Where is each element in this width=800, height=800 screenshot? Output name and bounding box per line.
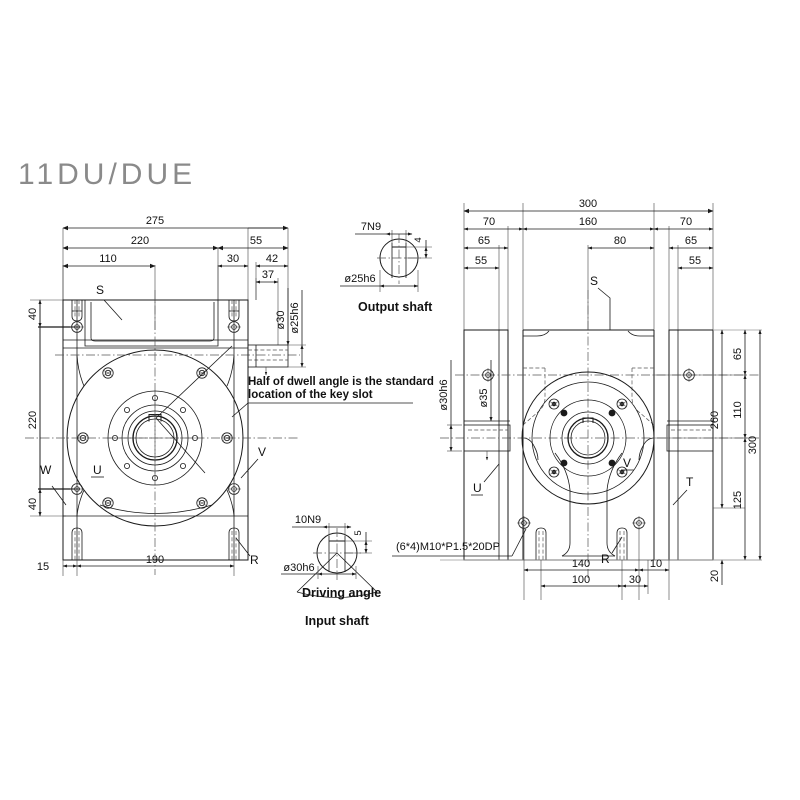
input-shaft-detail: 10N9 5 ø30h6 Driving angle Input shaft [281,514,381,628]
front-body-outline [62,299,249,561]
label-S-front: S [96,283,104,297]
label-W: W [40,463,52,477]
dim-160: 160 [579,216,597,228]
dim-10N9: 10N9 [295,514,321,526]
label-U-front: U [93,463,102,477]
dim-55-left: 55 [475,255,487,267]
label-V-side: V [623,456,631,470]
dim-300-top: 300 [579,198,597,210]
caption-input-shaft: Input shaft [305,614,370,628]
label-T: T [686,475,694,489]
label-S-side: S [590,274,598,288]
front-view: 275 220 55 110 30 42 37 [25,215,306,576]
side-left-diameter-dims: ø30h6 ø35 [438,360,493,452]
output-shaft-detail: 7N9 4 ø25h6 Output shaft [340,221,433,314]
dim-40-upper: 40 [27,308,39,320]
dim-dia35: ø35 [478,389,490,408]
dim-30-bottom: 30 [629,574,641,586]
side-body-outline [463,329,714,561]
dim-65-right-v: 65 [732,348,744,360]
dim-dia25h6-front: ø25h6 [289,302,301,333]
front-housing-bolts [77,367,233,509]
side-top-dimensions: 300 70 160 70 65 80 65 55 55 [463,198,714,330]
side-centerlines [440,290,760,580]
dim-dia25h6-detail: ø25h6 [344,273,375,285]
dim-65-right: 65 [685,235,697,247]
dim-55-right: 55 [689,255,701,267]
front-left-dimensions: 40 220 40 [27,299,80,517]
label-thread-spec: (6*4)M10*P1.5*20DP [396,541,500,553]
front-centerlines [25,290,300,575]
dim-37: 37 [262,269,274,281]
keyslot-note: Half of dwell angle is the standard loca… [231,376,434,418]
dim-4: 4 [413,237,424,242]
dim-15: 15 [37,561,49,573]
dim-220-top: 220 [131,235,149,247]
dim-55-top: 55 [250,235,262,247]
label-driving-angle: Driving angle [302,586,381,600]
side-output-flange [521,371,655,505]
page-title: 11DU/DUE [18,158,197,191]
label-R-side: R [601,552,610,566]
front-input-shaft-stub: ø30 ø25h6 [247,288,306,376]
front-leader-labels: S W U V R [40,283,266,567]
side-shaft-stubs [463,420,714,461]
side-bottom-dimensions: 140 10 100 30 [523,528,670,600]
dim-42: 42 [266,253,278,265]
label-V-front: V [258,445,266,459]
front-bottom-dimensions: 15 190 [37,545,235,576]
dim-260: 260 [709,411,721,429]
dim-30-top: 30 [227,253,239,265]
dim-70-right: 70 [680,216,692,228]
caption-output-shaft: Output shaft [358,300,433,314]
label-R-front: R [250,553,259,567]
side-leader-labels: S U V T R (6*4)M10*P1.5*20DP [392,274,694,566]
front-top-dimensions: 275 220 55 110 30 42 37 [62,215,289,345]
dim-40-lower: 40 [27,498,39,510]
dim-dia30h6-side: ø30h6 [438,379,450,410]
dim-7N9: 7N9 [361,221,381,233]
dim-125: 125 [732,491,744,509]
dim-220-left: 220 [27,411,39,429]
dim-140: 140 [572,558,590,570]
dim-275: 275 [146,215,164,227]
dim-70-left: 70 [483,216,495,228]
front-mounting-features [70,300,241,560]
side-bottom-features [440,516,762,561]
keyslot-note-line2: location of the key slot [248,389,373,401]
dim-5: 5 [353,530,364,535]
dim-10: 10 [650,558,662,570]
dim-65-left: 65 [478,235,490,247]
label-U-side: U [473,481,482,495]
dim-110-right: 110 [732,401,744,419]
side-view: 300 70 160 70 65 80 65 55 55 [392,198,762,600]
dim-dia30h6-detail: ø30h6 [283,562,314,574]
dim-110: 110 [99,253,117,265]
dim-80: 80 [614,235,626,247]
front-output-hub [107,390,203,486]
side-right-dimensions: 65 110 125 260 20 300 [654,329,762,585]
dim-190: 190 [146,554,164,566]
dim-300-right: 300 [747,436,759,454]
keyslot-note-line1: Half of dwell angle is the standard [248,376,434,388]
dim-100: 100 [572,574,590,586]
dim-dia30: ø30 [275,311,287,330]
dim-20: 20 [709,570,721,582]
